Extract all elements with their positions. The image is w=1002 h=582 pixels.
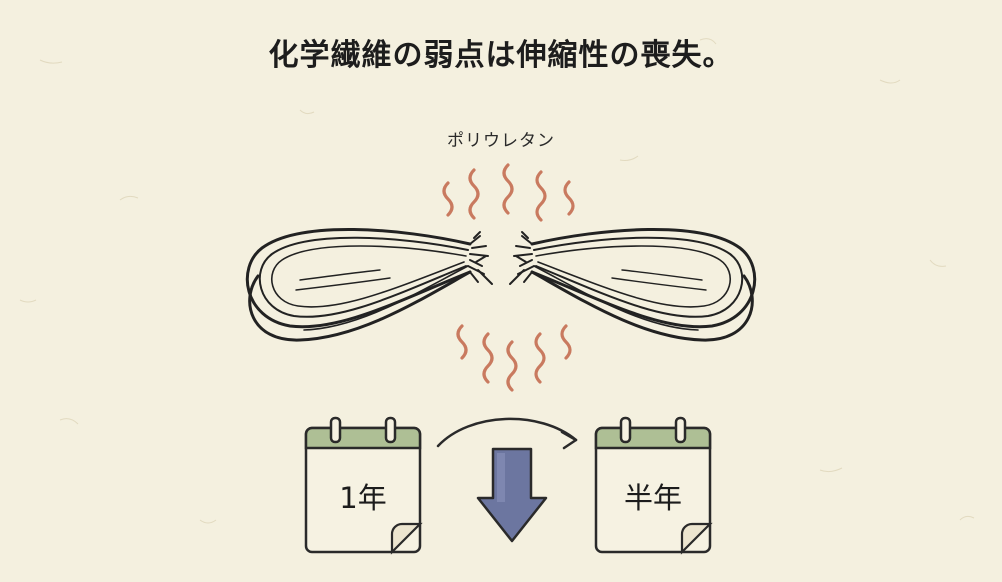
calendar-label-before: 1年 (339, 481, 386, 515)
calendar-icon: 1年 (304, 416, 423, 555)
curved-arrow-icon (436, 417, 578, 450)
material-label: ポリウレタン (447, 131, 555, 151)
elastic-band-right (530, 227, 757, 342)
frayed-end-left (467, 231, 493, 285)
calendar-label-after: 半年 (624, 481, 682, 515)
down-arrow-icon (476, 447, 548, 543)
frayed-end-right (509, 231, 535, 285)
heat-wave-icon (442, 163, 575, 222)
page-title: 化学繊維の弱点は伸縮性の喪失。 (268, 38, 734, 73)
calendar-icon: 半年 (594, 416, 713, 555)
elastic-band-left (245, 227, 472, 342)
heat-wave-icon (456, 324, 572, 392)
